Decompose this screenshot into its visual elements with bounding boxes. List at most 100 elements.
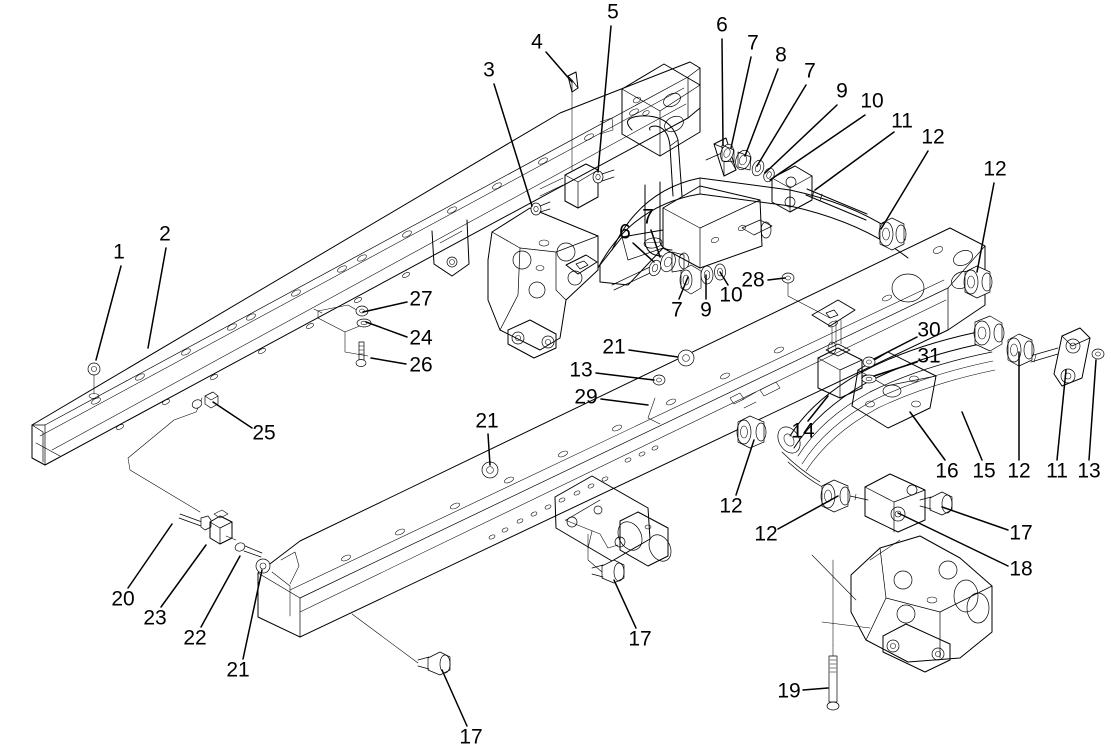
callout-leader-line	[976, 182, 995, 273]
callout-2: 2	[147, 223, 171, 349]
left-hardware-group	[127, 391, 300, 617]
callout-17: 17	[941, 506, 1033, 545]
callout-number: 7	[804, 60, 816, 83]
callout-number: 17	[628, 628, 651, 651]
callout-number: 3	[483, 59, 495, 82]
callout-1: 1	[95, 241, 125, 361]
callout-26: 26	[370, 354, 433, 377]
valve-23	[209, 509, 237, 545]
callout-number: 12	[1007, 460, 1030, 483]
callout-number: 27	[409, 288, 432, 311]
callout-leader-line	[721, 38, 724, 146]
callout-number: 16	[935, 460, 958, 483]
callout-leader-line	[242, 569, 263, 660]
callout-number: 19	[777, 680, 800, 703]
callout-number: 10	[719, 284, 742, 307]
nut-13-right	[1091, 348, 1105, 360]
callout-leader-line	[909, 411, 946, 461]
callout-leader-line	[767, 277, 786, 281]
callout-number: 26	[409, 354, 432, 377]
bushing-spacer-stack-lower	[611, 251, 726, 295]
callout-9: 9	[700, 274, 712, 322]
nut-21-upper	[677, 349, 695, 367]
callout-leader-line	[735, 439, 755, 496]
callout-27: 27	[362, 288, 433, 313]
hardware-27-24-26	[313, 304, 372, 367]
callout-leader-line	[545, 51, 573, 83]
callout-number: 7	[671, 299, 683, 322]
callout-12: 12	[754, 495, 839, 546]
bolt-26	[355, 341, 367, 367]
callout-leader-line	[880, 150, 929, 230]
callout-number: 7	[747, 32, 759, 55]
bolt-17-center	[591, 559, 625, 584]
washer-24	[356, 318, 372, 328]
callout-leader-line	[487, 433, 491, 466]
callout-3: 3	[483, 59, 533, 207]
callout-6: 6	[619, 221, 655, 263]
callout-leader-line	[764, 104, 838, 174]
callout-leader-line	[807, 395, 829, 422]
callout-17: 17	[441, 669, 483, 749]
bolt-19	[826, 644, 840, 711]
callout-number: 14	[791, 420, 815, 443]
callout-leader-line	[200, 555, 241, 628]
callout-leader-line	[897, 512, 1009, 567]
screw-22	[234, 542, 263, 558]
callout-7: 7	[756, 60, 816, 167]
callout-number: 4	[531, 31, 543, 54]
callout-13: 13	[569, 359, 655, 382]
callout-leader-line	[365, 321, 408, 338]
callout-number: 2	[159, 223, 171, 246]
nut-28	[781, 272, 831, 319]
callout-leader-line	[595, 372, 655, 381]
washer-31	[861, 374, 877, 384]
nut-21-mid	[481, 461, 499, 479]
callout-leader-line	[941, 506, 1009, 531]
callout-number: 10	[860, 90, 883, 113]
bolt-5	[592, 169, 615, 184]
callout-number: 6	[619, 221, 631, 244]
callout-number: 11	[891, 110, 913, 133]
callout-12: 12	[1007, 351, 1031, 483]
callout-22: 22	[183, 555, 241, 650]
callout-12: 12	[719, 439, 755, 518]
callout-number: 11	[1046, 460, 1068, 483]
callout-21: 21	[226, 569, 263, 682]
callout-21: 21	[475, 410, 499, 466]
lower-frame-rail	[257, 227, 986, 638]
bolt-1	[87, 362, 101, 399]
callout-19: 19	[777, 680, 829, 703]
callout-16: 16	[909, 411, 959, 483]
left-pivot-bracket	[487, 207, 599, 359]
callout-6: 6	[716, 14, 728, 146]
callout-17: 17	[613, 579, 652, 651]
callout-number: 9	[836, 80, 848, 103]
callout-30: 30	[873, 319, 941, 360]
callout-number: 6	[716, 14, 728, 37]
callout-number: 12	[983, 158, 1006, 181]
callout-leader-line	[95, 265, 122, 361]
callout-number: 12	[754, 523, 777, 546]
callout-23: 23	[143, 544, 207, 630]
callout-number: 5	[607, 1, 619, 24]
callout-number: 13	[1077, 460, 1100, 483]
callout-number: 13	[569, 359, 592, 382]
callout-11: 11	[1046, 369, 1068, 483]
callout-number: 31	[917, 345, 940, 368]
callout-leader-line	[873, 361, 918, 377]
fitting-25	[191, 391, 219, 409]
callout-number: 7	[642, 206, 654, 229]
callout-number: 23	[143, 607, 166, 630]
callout-leader-line	[441, 669, 468, 727]
callout-leader-line	[493, 83, 533, 207]
callout-leader-line	[802, 687, 829, 691]
callout-number: 30	[917, 319, 940, 342]
callout-leader-line	[719, 271, 729, 286]
callout-leader-line	[127, 523, 173, 589]
callout-18: 18	[897, 512, 1033, 581]
callout-leader-line	[597, 25, 612, 173]
axle-housing-bracket	[811, 473, 993, 711]
